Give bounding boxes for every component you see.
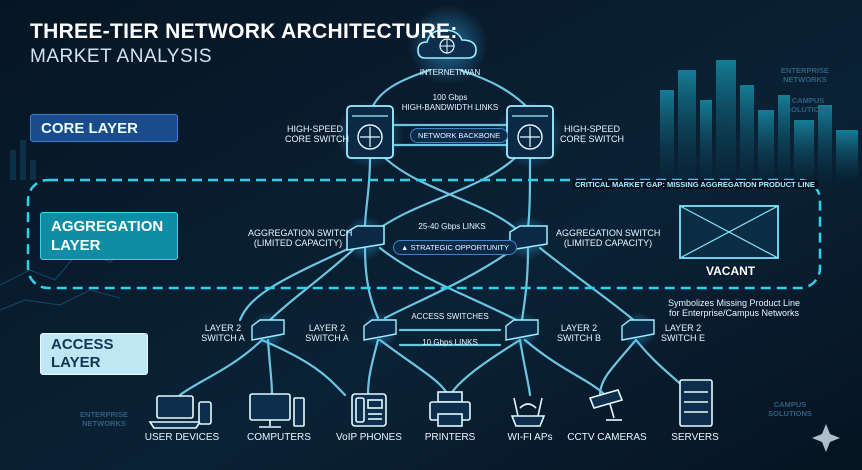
device-label-wifi-aps: WI-FI APs <box>507 432 553 443</box>
cctv-camera-icon <box>588 389 624 421</box>
access-layer-label-1: ACCESS <box>51 336 114 353</box>
vacant-note-line2: for Enterprise/Campus Networks <box>668 308 800 318</box>
access-switch-b-icon <box>504 312 540 348</box>
watermark-enterprise-bottom-1: ENTERPRISE <box>80 410 128 419</box>
aggregation-switch-b-line2: (LIMITED CAPACITY) <box>563 238 653 248</box>
watermark-campus-top-1: CAMPUS <box>791 96 825 105</box>
aggregation-switch-a-icon <box>343 216 387 260</box>
vacant-note-line1: Symbolizes Missing Product Line <box>667 298 801 308</box>
aggregation-switch-a-line1: AGGREGATION SWITCH <box>248 228 353 238</box>
watermark-enterprise-top-2: NETWORKS <box>783 75 827 84</box>
device-label-printers: PRINTERS <box>424 432 476 443</box>
voip-phone-icon <box>351 393 387 427</box>
core-layer-label: CORE LAYER <box>41 120 138 137</box>
core-switch-right-icon <box>496 101 564 169</box>
strategic-opportunity-label: ▲ STRATEGIC OPPORTUNITY <box>393 240 517 255</box>
device-label-voip-phones: VoIP PHONES <box>336 432 402 443</box>
aggregation-switch-a-line2: (LIMITED CAPACITY) <box>253 238 343 248</box>
aggregation-layer-label-1: AGGREGATION <box>51 218 164 235</box>
aggregation-layer-tag: AGGREGATION LAYER <box>40 212 178 260</box>
access-switch-a2-icon <box>362 312 398 348</box>
city-skyline-icon <box>660 60 858 180</box>
aggregation-switch-a-label: AGGREGATION SWITCH(LIMITED CAPACITY) <box>248 228 353 248</box>
sparkle-icon <box>812 424 840 452</box>
watermark-enterprise-top-1: ENTERPRISE <box>781 66 829 75</box>
access-switch-e-icon <box>620 312 656 348</box>
access-switch-a-icon <box>250 312 286 348</box>
aggregation-layer-label-2: LAYER <box>51 237 101 254</box>
access-switch-4-line2: SWITCH E <box>661 333 705 343</box>
core-links-line1: 100 Gbps <box>432 93 468 102</box>
core-links-line2: HIGH-BANDWIDTH LINKS <box>401 103 499 112</box>
core-switch-right-line1: HIGH-SPEED <box>563 124 620 134</box>
laptop-phone-icon <box>148 395 212 429</box>
printer-icon <box>429 391 471 427</box>
access-switch-2-line2: SWITCH A <box>305 333 349 343</box>
access-switch-3-line1: LAYER 2 <box>560 323 598 333</box>
core-switch-right-line2: CORE SWITCH <box>560 134 624 144</box>
page-subtitle: MARKET ANALYSIS <box>30 46 213 67</box>
watermark-campus-bottom-2: SOLUTIONS <box>768 409 812 418</box>
device-label-cctv: CCTV CAMERAS <box>567 432 647 443</box>
access-switch-4-line1: LAYER 2 <box>664 323 702 333</box>
page-title: THREE-TIER NETWORK ARCHITECTURE: <box>30 20 458 43</box>
server-icon <box>679 379 713 427</box>
internet-cloud-icon <box>408 5 488 85</box>
vacant-label: VACANT <box>706 264 756 278</box>
internet-label: INTERNET/WAN <box>419 68 481 77</box>
device-label-servers: SERVERS <box>671 432 719 443</box>
network-backbone-label: NETWORK BACKBONE <box>410 128 509 143</box>
access-switch-1-line1: LAYER 2 <box>204 323 242 333</box>
watermark-campus-bottom-1: CAMPUS <box>773 400 807 409</box>
market-gap-label: CRITICAL MARKET GAP: MISSING AGGREGATION… <box>572 180 818 189</box>
aggregation-gap-outline <box>26 178 822 290</box>
access-layer-label-2: LAYER <box>51 354 101 371</box>
core-switch-left-line2: CORE SWITCH <box>285 134 349 144</box>
aggregation-switch-b-icon <box>506 216 550 260</box>
core-layer-tag: CORE LAYER <box>30 114 178 142</box>
access-links-label: 10 Gbps LINKS <box>422 338 478 347</box>
aggregation-links-label: 25-40 Gbps LINKS <box>418 222 486 231</box>
core-switch-left-icon <box>336 101 404 169</box>
access-switch-3-line2: SWITCH B <box>557 333 601 343</box>
device-label-computers: COMPUTERS <box>247 432 311 443</box>
core-switch-left-line1: HIGH-SPEED <box>286 124 343 134</box>
wifi-ap-icon <box>510 397 546 427</box>
watermark-campus-top-2: SOLUTIONS <box>786 105 830 114</box>
watermark-enterprise-bottom-2: NETWORKS <box>82 419 126 428</box>
access-switch-1-line2: SWITCH A <box>201 333 245 343</box>
vacant-product-placeholder <box>679 205 779 259</box>
access-switches-label: ACCESS SWITCHES <box>411 312 489 321</box>
access-switch-2-line1: LAYER 2 <box>308 323 346 333</box>
aggregation-switch-b-line1: AGGREGATION SWITCH <box>556 228 661 238</box>
desktop-computer-icon <box>249 393 305 428</box>
aggregation-switch-b-label: AGGREGATION SWITCH(LIMITED CAPACITY) <box>556 228 660 248</box>
device-label-user-devices: USER DEVICES <box>144 432 220 443</box>
